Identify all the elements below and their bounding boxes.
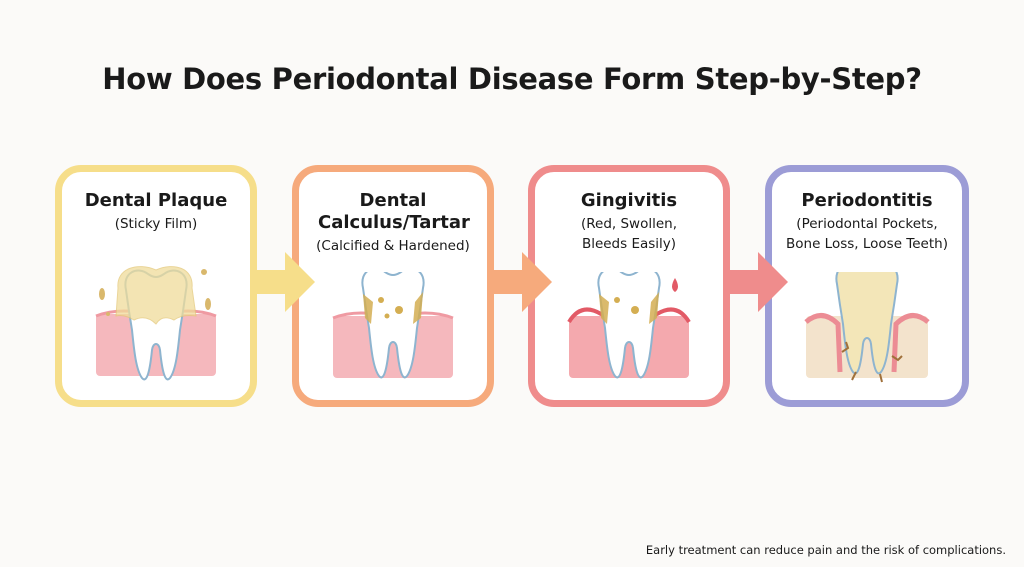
footnote: Early treatment can reduce pain and the … bbox=[645, 543, 1006, 557]
tooth-with-bone-loss-icon bbox=[804, 272, 930, 383]
step-heading: Periodontitis bbox=[801, 190, 933, 211]
step-gingivitis: Gingivitis (Red, Swollen, Bleeds Easily) bbox=[528, 165, 730, 407]
step-dental-calculus: Dental Calculus/Tartar (Calcified & Hard… bbox=[292, 165, 494, 407]
arrow-right-icon bbox=[492, 252, 552, 312]
tooth-with-plaque-icon bbox=[95, 266, 217, 381]
step-heading: Gingivitis bbox=[580, 190, 678, 211]
step-subtitle: (Calcified & Hardened) bbox=[316, 238, 470, 254]
page-title: How Does Periodontal Disease Form Step-b… bbox=[102, 62, 922, 96]
step-subtitle: (Red, Swollen, Bleeds Easily) bbox=[580, 216, 678, 252]
step-heading: Dental Calculus/Tartar bbox=[318, 190, 470, 233]
arrow-right-icon bbox=[728, 252, 788, 312]
step-periodontitis: Periodontitis (Periodontal Pockets, Bone… bbox=[765, 165, 969, 407]
arrow-right-icon bbox=[255, 252, 315, 312]
tooth-with-inflamed-gums-icon bbox=[567, 272, 691, 379]
step-heading: Dental Plaque bbox=[84, 190, 228, 211]
step-subtitle: (Periodontal Pockets, Bone Loss, Loose T… bbox=[786, 216, 948, 252]
step-dental-plaque: Dental Plaque (Sticky Film) bbox=[55, 165, 257, 407]
step-subtitle: (Sticky Film) bbox=[114, 216, 198, 232]
tooth-with-tartar-icon bbox=[332, 272, 454, 379]
